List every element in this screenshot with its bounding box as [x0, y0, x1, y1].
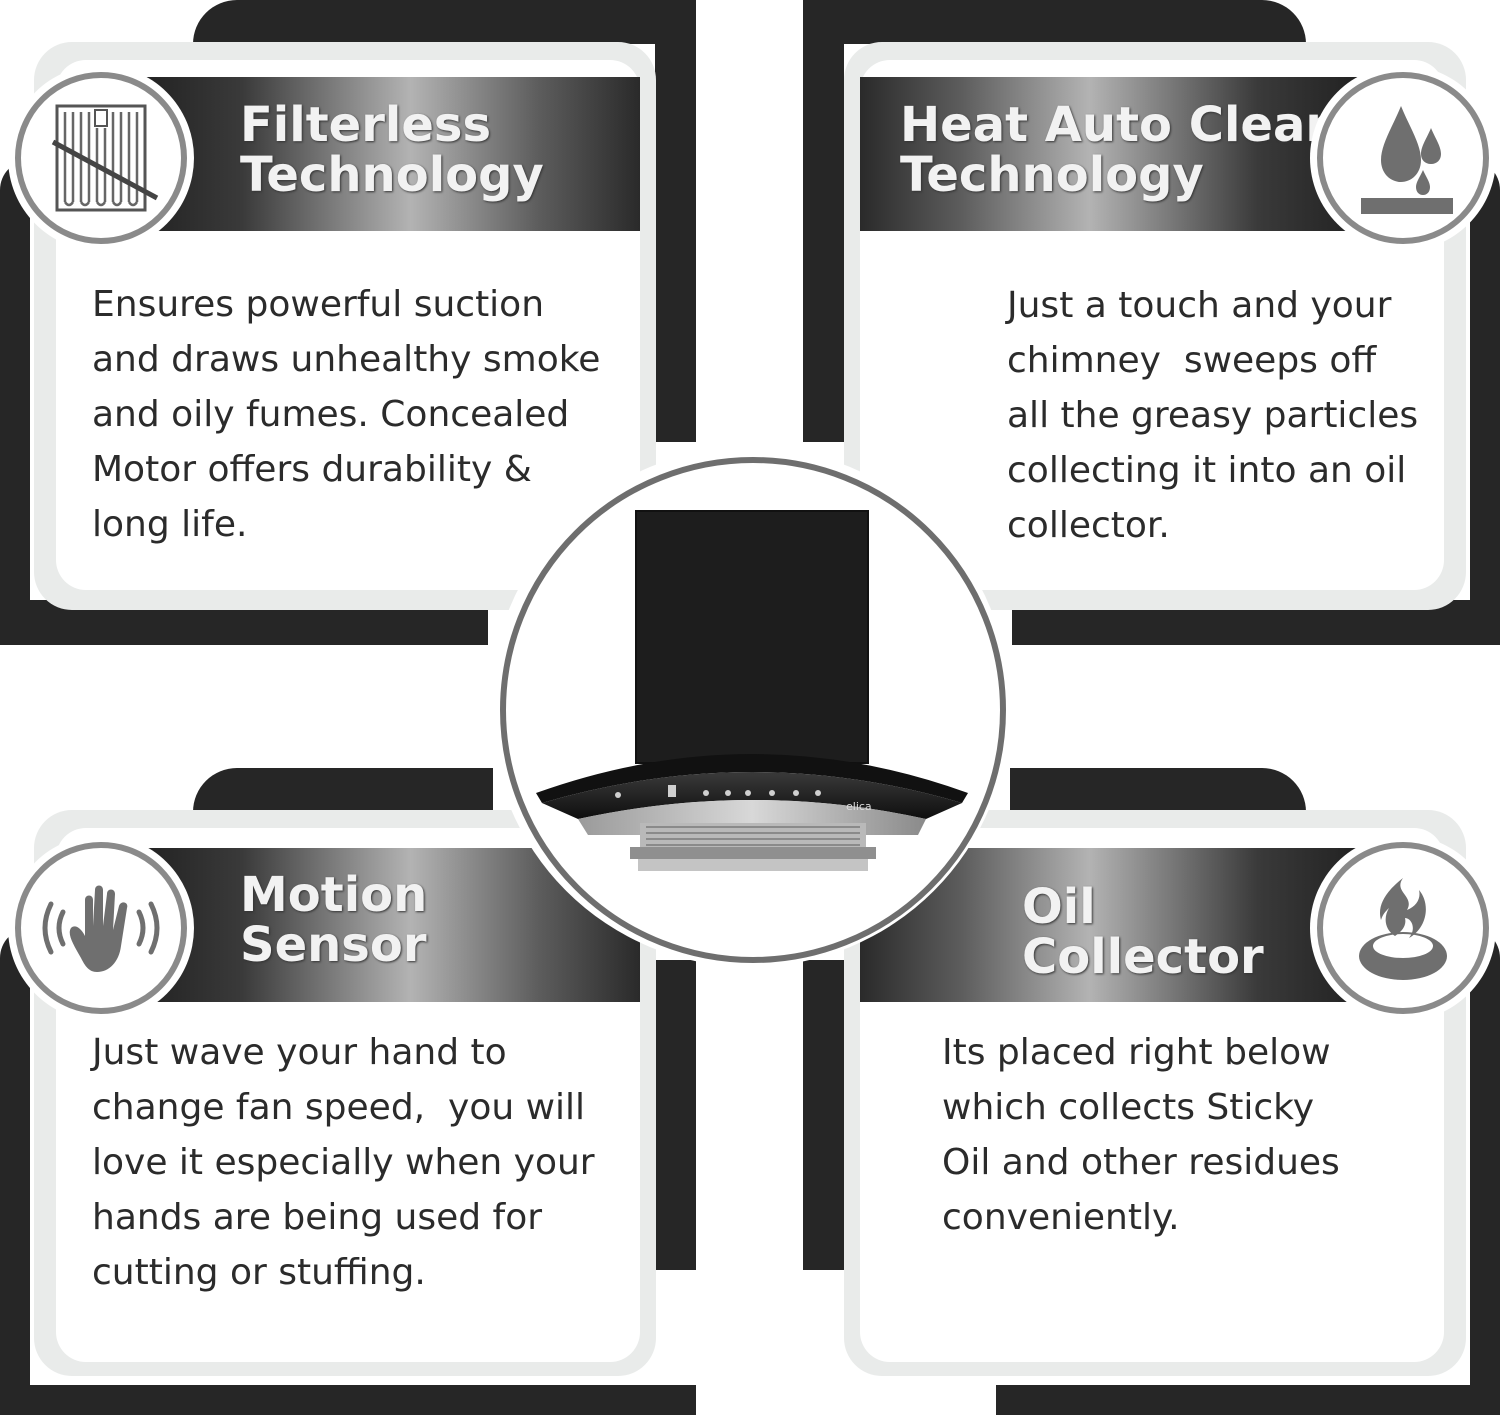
frame-oil-tab	[1010, 768, 1306, 812]
frame-filterless-tab	[193, 0, 696, 44]
frame-motion-right	[655, 960, 696, 1270]
waving-hand-icon	[15, 842, 187, 1014]
banner-heat	[860, 77, 1370, 231]
frame-motion-left	[0, 928, 30, 1415]
frame-motion-tab	[193, 768, 493, 812]
chimney-hood-image: elica	[500, 457, 1006, 963]
title-oil: Oil Collector	[1022, 879, 1264, 985]
frame-filterless	[0, 160, 30, 645]
oil-drops-icon	[1317, 72, 1489, 244]
frame-oil-left	[803, 960, 844, 1270]
frame-heat-left	[803, 0, 844, 442]
frame-heat-right	[1470, 160, 1500, 645]
filter-grid-icon	[15, 72, 187, 244]
body-motion: Just wave your hand to change fan speed,…	[92, 1032, 595, 1293]
frame-filterless-right	[655, 0, 696, 442]
frame-heat-tab	[803, 0, 1306, 44]
body-filterless: Ensures powerful suction and draws unhea…	[92, 284, 601, 545]
frame-motion-bottom	[0, 1385, 696, 1415]
frame-oil-right	[1470, 928, 1500, 1415]
brand-label: elica	[846, 800, 872, 813]
flame-bowl-icon	[1317, 842, 1489, 1014]
title-filterless: Filterless Technology	[240, 97, 544, 203]
title-heat: Heat Auto Clean Technology	[900, 97, 1340, 203]
body-oil: Its placed right below which collects St…	[942, 1032, 1340, 1238]
frame-oil-bottom	[996, 1385, 1500, 1415]
title-motion: Motion Sensor	[240, 867, 428, 973]
banner-filterless	[130, 77, 640, 231]
body-heat: Just a touch and your chimney sweeps off…	[1007, 285, 1419, 546]
